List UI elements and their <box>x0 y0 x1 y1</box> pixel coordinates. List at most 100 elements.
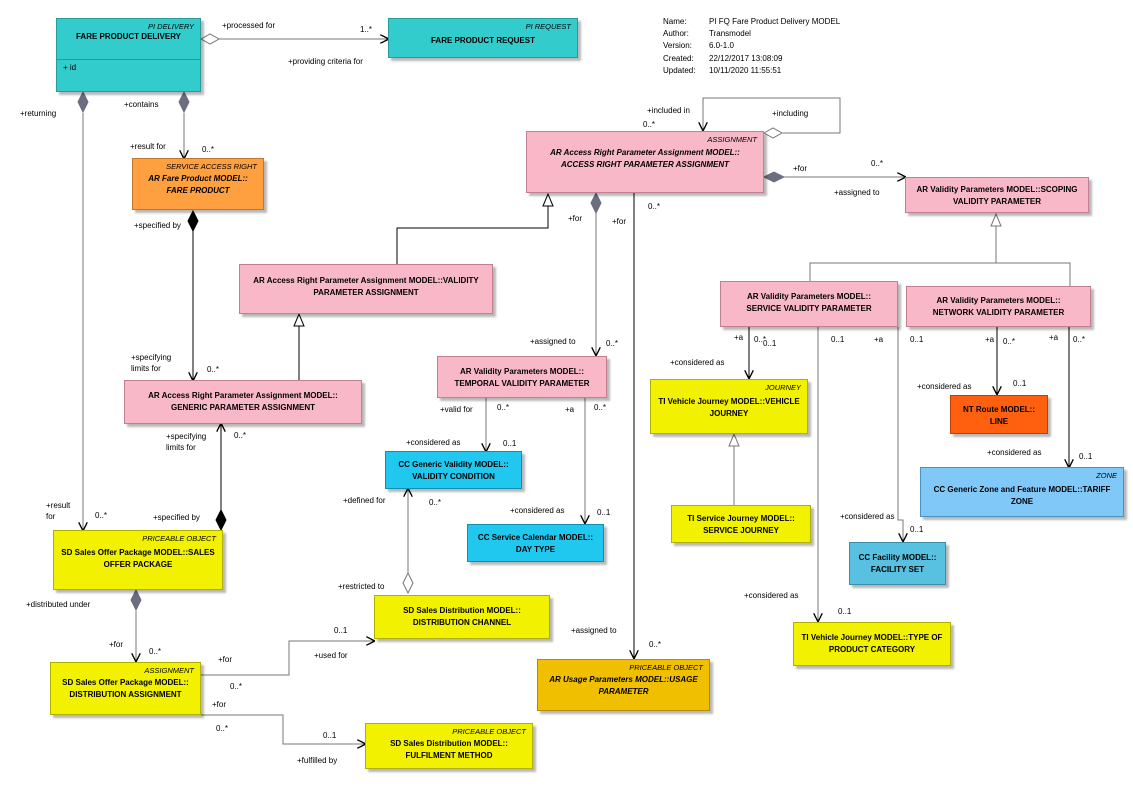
composition-diamond <box>187 209 199 233</box>
role-label: +assigned to <box>530 337 576 346</box>
role-label: +a <box>734 333 744 342</box>
role-label: +for <box>568 214 583 223</box>
role-label: +a <box>1049 333 1059 342</box>
multiplicity-label: 0..* <box>149 647 162 656</box>
class-sales-offer-package[interactable]: PRICEABLE OBJECT SD Sales Offer Package … <box>53 530 223 590</box>
class-name: AR Usage Parameters MODEL::USAGE PARAMET… <box>549 675 698 696</box>
multiplicity-label: 0..* <box>643 120 656 129</box>
composition-diamond <box>130 588 142 612</box>
class-validity-parameter-assignment[interactable]: AR Access Right Parameter Assignment MOD… <box>239 264 493 314</box>
class-line[interactable]: NT Route MODEL:: LINE <box>950 395 1048 434</box>
class-name: CC Generic Validity MODEL:: VALIDITY CON… <box>398 460 509 481</box>
class-type-of-product-category[interactable]: TI Vehicle Journey MODEL::TYPE OF PRODUC… <box>793 622 951 666</box>
class-day-type[interactable]: CC Service Calendar MODEL:: DAY TYPE <box>467 524 604 562</box>
class-name: SD Sales Offer Package MODEL:: DISTRIBUT… <box>62 678 189 699</box>
role-label: +assigned to <box>571 626 617 635</box>
multiplicity-label: 0..* <box>1003 337 1016 346</box>
role-label: +contains <box>124 100 159 109</box>
class-distribution-channel[interactable]: SD Sales Distribution MODEL:: DISTRIBUTI… <box>374 595 550 639</box>
multiplicity-label: 0..* <box>202 145 215 154</box>
generalization-scoping <box>809 262 1071 286</box>
stereotype: SERVICE ACCESS RIGHT <box>166 162 257 171</box>
class-fulfilment-method[interactable]: PRICEABLE OBJECT SD Sales Distribution M… <box>365 723 533 769</box>
role-label: +used for <box>314 651 348 660</box>
role-label: +fulfilled by <box>297 756 338 765</box>
class-name: SD Sales Distribution MODEL:: FULFILMENT… <box>390 739 508 760</box>
class-distribution-assignment[interactable]: ASSIGNMENT SD Sales Offer Package MODEL:… <box>50 662 201 715</box>
stereotype: PRICEABLE OBJECT <box>629 663 703 672</box>
role-label: +considered as <box>917 382 972 391</box>
edge-used-for <box>201 641 374 676</box>
multiplicity-label: 0..* <box>230 682 243 691</box>
aggregation-diamond <box>402 571 414 595</box>
role-label: +restricted to <box>338 582 385 591</box>
role-label: +processed for <box>222 21 276 30</box>
multiplicity-label: 0..* <box>649 640 662 649</box>
role-label: +specified by <box>134 221 181 230</box>
class-tariff-zone[interactable]: ZONE CC Generic Zone and Feature MODEL::… <box>920 467 1124 517</box>
aggregation-diamond <box>199 33 221 45</box>
meta-name: PI FQ Fare Product Delivery MODEL <box>709 17 841 26</box>
meta-author-key: Author: <box>663 29 689 39</box>
role-label: +specified by <box>153 513 200 522</box>
role-label: +defined for <box>343 496 386 505</box>
class-fare-product-request[interactable]: PI REQUEST FARE PRODUCT REQUEST <box>388 18 578 58</box>
composition-diamond <box>178 90 190 114</box>
multiplicity-label: 0..* <box>754 335 767 344</box>
class-service-journey[interactable]: TI Service Journey MODEL:: SERVICE JOURN… <box>671 505 811 543</box>
multiplicity-label: 0..* <box>1073 335 1086 344</box>
role-label: +considered as <box>987 448 1042 457</box>
class-usage-parameter[interactable]: PRICEABLE OBJECT AR Usage Parameters MOD… <box>537 659 710 711</box>
meta-created-key: Created: <box>663 53 694 63</box>
role-label: +included in <box>647 106 690 115</box>
multiplicity-label: 0..1 <box>597 508 611 517</box>
role-label: +for <box>212 700 227 709</box>
role-label: +result for <box>130 142 166 151</box>
role-label: +considered as <box>670 358 725 367</box>
class-name: AR Validity Parameters MODEL::SCOPING VA… <box>916 185 1078 206</box>
role-label: +for <box>109 640 124 649</box>
stereotype: ASSIGNMENT <box>707 135 757 144</box>
role-label: +considered as <box>840 512 895 521</box>
role-label: +a <box>565 405 575 414</box>
class-name: AR Access Right Parameter Assignment MOD… <box>550 148 740 169</box>
multiplicity-label: 0..1 <box>763 339 777 348</box>
composition-diamond <box>215 508 227 532</box>
diagram-metadata: Name:PI FQ Fare Product Delivery MODEL A… <box>663 16 840 77</box>
attribute-id: + id <box>57 59 200 72</box>
multiplicity-label: 0..* <box>429 498 442 507</box>
class-name: SD Sales Offer Package MODEL::SALES OFFE… <box>61 548 215 569</box>
multiplicity-label: 0..1 <box>503 439 517 448</box>
meta-version-key: Version: <box>663 41 692 51</box>
class-scoping-validity-parameter[interactable]: AR Validity Parameters MODEL::SCOPING VA… <box>905 177 1089 213</box>
role-label: +distributed under <box>26 600 91 609</box>
class-network-validity-parameter[interactable]: AR Validity Parameters MODEL:: NETWORK V… <box>906 286 1091 327</box>
multiplicity-label: 0..* <box>648 202 661 211</box>
class-temporal-validity-parameter[interactable]: AR Validity Parameters MODEL:: TEMPORAL … <box>437 356 607 398</box>
class-name: TI Vehicle Journey MODEL::TYPE OF PRODUC… <box>801 633 943 654</box>
multiplicity-label: 0..1 <box>1013 379 1027 388</box>
multiplicity-label: 0..* <box>606 339 619 348</box>
edge-fulfilled-by <box>201 714 365 744</box>
class-vehicle-journey[interactable]: JOURNEY TI Vehicle Journey MODEL::VEHICL… <box>650 379 808 434</box>
class-name: CC Service Calendar MODEL:: DAY TYPE <box>477 533 594 554</box>
class-access-right-parameter-assignment[interactable]: ASSIGNMENT AR Access Right Parameter Ass… <box>526 131 764 193</box>
class-fare-product[interactable]: SERVICE ACCESS RIGHT AR Fare Product MOD… <box>132 158 264 210</box>
role-label: +considered as <box>744 591 799 600</box>
class-name: CC Facility MODEL:: FACILITY SET <box>858 553 937 574</box>
class-facility-set[interactable]: CC Facility MODEL:: FACILITY SET <box>849 542 946 585</box>
meta-version: 6.0-1.0 <box>709 41 734 51</box>
stereotype: PI REQUEST <box>525 22 571 31</box>
generalization-validity <box>396 206 549 264</box>
composition-diamond <box>77 90 89 114</box>
class-name: AR Validity Parameters MODEL:: SERVICE V… <box>746 292 872 313</box>
class-validity-condition[interactable]: CC Generic Validity MODEL:: VALIDITY CON… <box>385 451 522 489</box>
multiplicity-label: 0..* <box>497 403 510 412</box>
class-generic-parameter-assignment[interactable]: AR Access Right Parameter Assignment MOD… <box>124 380 362 424</box>
multiplicity-label: 0..* <box>594 403 607 412</box>
edge-including-self <box>703 97 841 134</box>
class-service-validity-parameter[interactable]: AR Validity Parameters MODEL:: SERVICE V… <box>720 281 898 327</box>
class-fare-product-delivery[interactable]: PI DELIVERY FARE PRODUCT DELIVERY + id <box>56 18 201 92</box>
role-label: +providing criteria for <box>288 57 363 66</box>
meta-updated-key: Updated: <box>663 65 696 75</box>
